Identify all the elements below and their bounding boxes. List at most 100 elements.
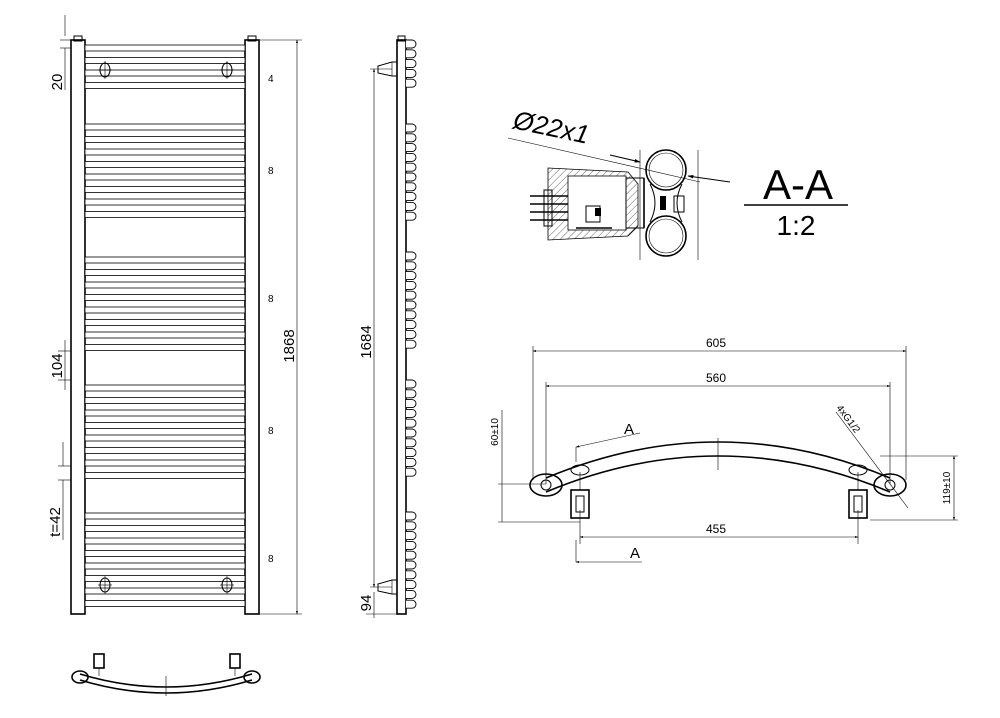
right-cap	[247, 35, 257, 42]
group-count-2: 8	[268, 166, 274, 177]
dim-tube: t=42	[47, 442, 71, 540]
front-bar	[84, 148, 246, 156]
side-fin	[406, 152, 417, 162]
dim-connection-width-label: 455	[706, 522, 726, 536]
right-upright	[244, 39, 260, 615]
front-bar	[84, 69, 246, 77]
dim-overall-width-label: 605	[706, 336, 726, 350]
group-count-4: 8	[268, 426, 274, 437]
side-fin	[406, 201, 417, 211]
front-bars	[84, 44, 246, 607]
plan-view: 605 560 455 60±10 119±10	[490, 336, 958, 564]
fixing-bolts	[530, 189, 568, 227]
front-bar	[84, 82, 246, 89]
dim-depth-left-label: 60±10	[490, 418, 501, 446]
side-fin	[406, 467, 417, 477]
dim-connection-width: 455	[579, 510, 859, 544]
side-fin	[406, 261, 417, 271]
side-view: 1684 94	[358, 35, 417, 618]
front-bar	[84, 409, 246, 417]
side-fin	[406, 329, 417, 339]
dim-side-bottom: 94	[358, 592, 397, 618]
front-bar	[84, 319, 246, 326]
mounting-hole-top-left	[98, 61, 112, 79]
side-fin	[406, 540, 417, 550]
plan-end-left	[529, 473, 563, 497]
dim-top-gap-label: 20	[49, 74, 66, 91]
dim-tube-label: t=42	[47, 507, 64, 537]
dim-top-gap: 20	[49, 15, 71, 90]
side-fin	[406, 68, 417, 78]
side-fin	[406, 39, 417, 49]
front-bar	[84, 173, 246, 181]
front-bar	[84, 344, 246, 351]
front-bar	[84, 459, 246, 467]
side-fin	[406, 251, 417, 261]
front-bar	[84, 186, 246, 193]
side-fin	[406, 211, 417, 221]
dim-side-height-label: 1684	[358, 325, 375, 358]
side-fin	[406, 521, 417, 531]
side-fin	[406, 78, 417, 88]
side-fin	[406, 182, 417, 192]
side-fin	[406, 310, 417, 320]
side-fin	[406, 162, 417, 172]
front-bar	[84, 44, 246, 52]
side-fin	[406, 399, 417, 409]
mounting-hole-bottom-right	[220, 576, 234, 594]
group-count-3: 8	[268, 294, 274, 305]
dim-height-label: 1868	[281, 329, 298, 362]
bottom-top-view	[71, 653, 261, 696]
side-fin	[406, 580, 417, 590]
side-fin	[406, 448, 417, 458]
side-fin	[406, 570, 417, 580]
front-bar	[84, 294, 246, 301]
front-bar	[84, 211, 246, 218]
front-bar	[84, 198, 246, 206]
side-fin	[406, 280, 417, 290]
side-fin	[406, 408, 417, 418]
pipe-diameter-label: Ø22x1	[510, 104, 592, 149]
side-fin	[406, 172, 417, 182]
group-count-1: 4	[268, 74, 274, 85]
front-bar	[84, 537, 246, 545]
side-fin	[406, 133, 417, 143]
section-marker-bottom-label: A	[630, 545, 640, 562]
left-cap	[73, 35, 83, 42]
front-bar	[84, 161, 246, 168]
section-marker-top-label: A	[624, 421, 634, 438]
front-bar	[84, 123, 246, 131]
side-fin	[406, 59, 417, 69]
side-fin	[406, 143, 417, 153]
front-bar	[84, 306, 246, 314]
front-bar	[84, 587, 246, 595]
dim-gap: 104	[49, 340, 71, 390]
front-bar	[84, 331, 246, 339]
plan-end-right	[873, 473, 907, 497]
front-bar	[84, 600, 246, 607]
front-view: 20 104 t=42 1868 4 8 8 8 8	[47, 15, 302, 615]
valve-left	[570, 464, 590, 519]
front-bar	[84, 57, 246, 64]
dim-depth-right: 119±10	[870, 455, 958, 521]
side-fin	[406, 300, 417, 310]
side-fin	[406, 123, 417, 133]
side-fin	[406, 531, 417, 541]
side-upright	[396, 39, 407, 615]
front-bar	[84, 256, 246, 264]
section-marker-top: A	[575, 421, 641, 462]
dim-depth-right-label: 119±10	[942, 471, 953, 504]
dim-center-width-label: 560	[706, 371, 726, 385]
side-fin	[406, 389, 417, 399]
front-bar	[84, 525, 246, 532]
side-cap	[397, 35, 406, 42]
section-marker-bottom: A	[575, 540, 642, 564]
side-fin	[406, 320, 417, 330]
valve-right	[848, 464, 868, 519]
section-scale: 1:2	[777, 210, 816, 241]
side-fin	[406, 339, 417, 349]
front-bar	[84, 447, 246, 454]
dim-gap-label: 104	[49, 353, 66, 378]
side-fin	[406, 560, 417, 570]
